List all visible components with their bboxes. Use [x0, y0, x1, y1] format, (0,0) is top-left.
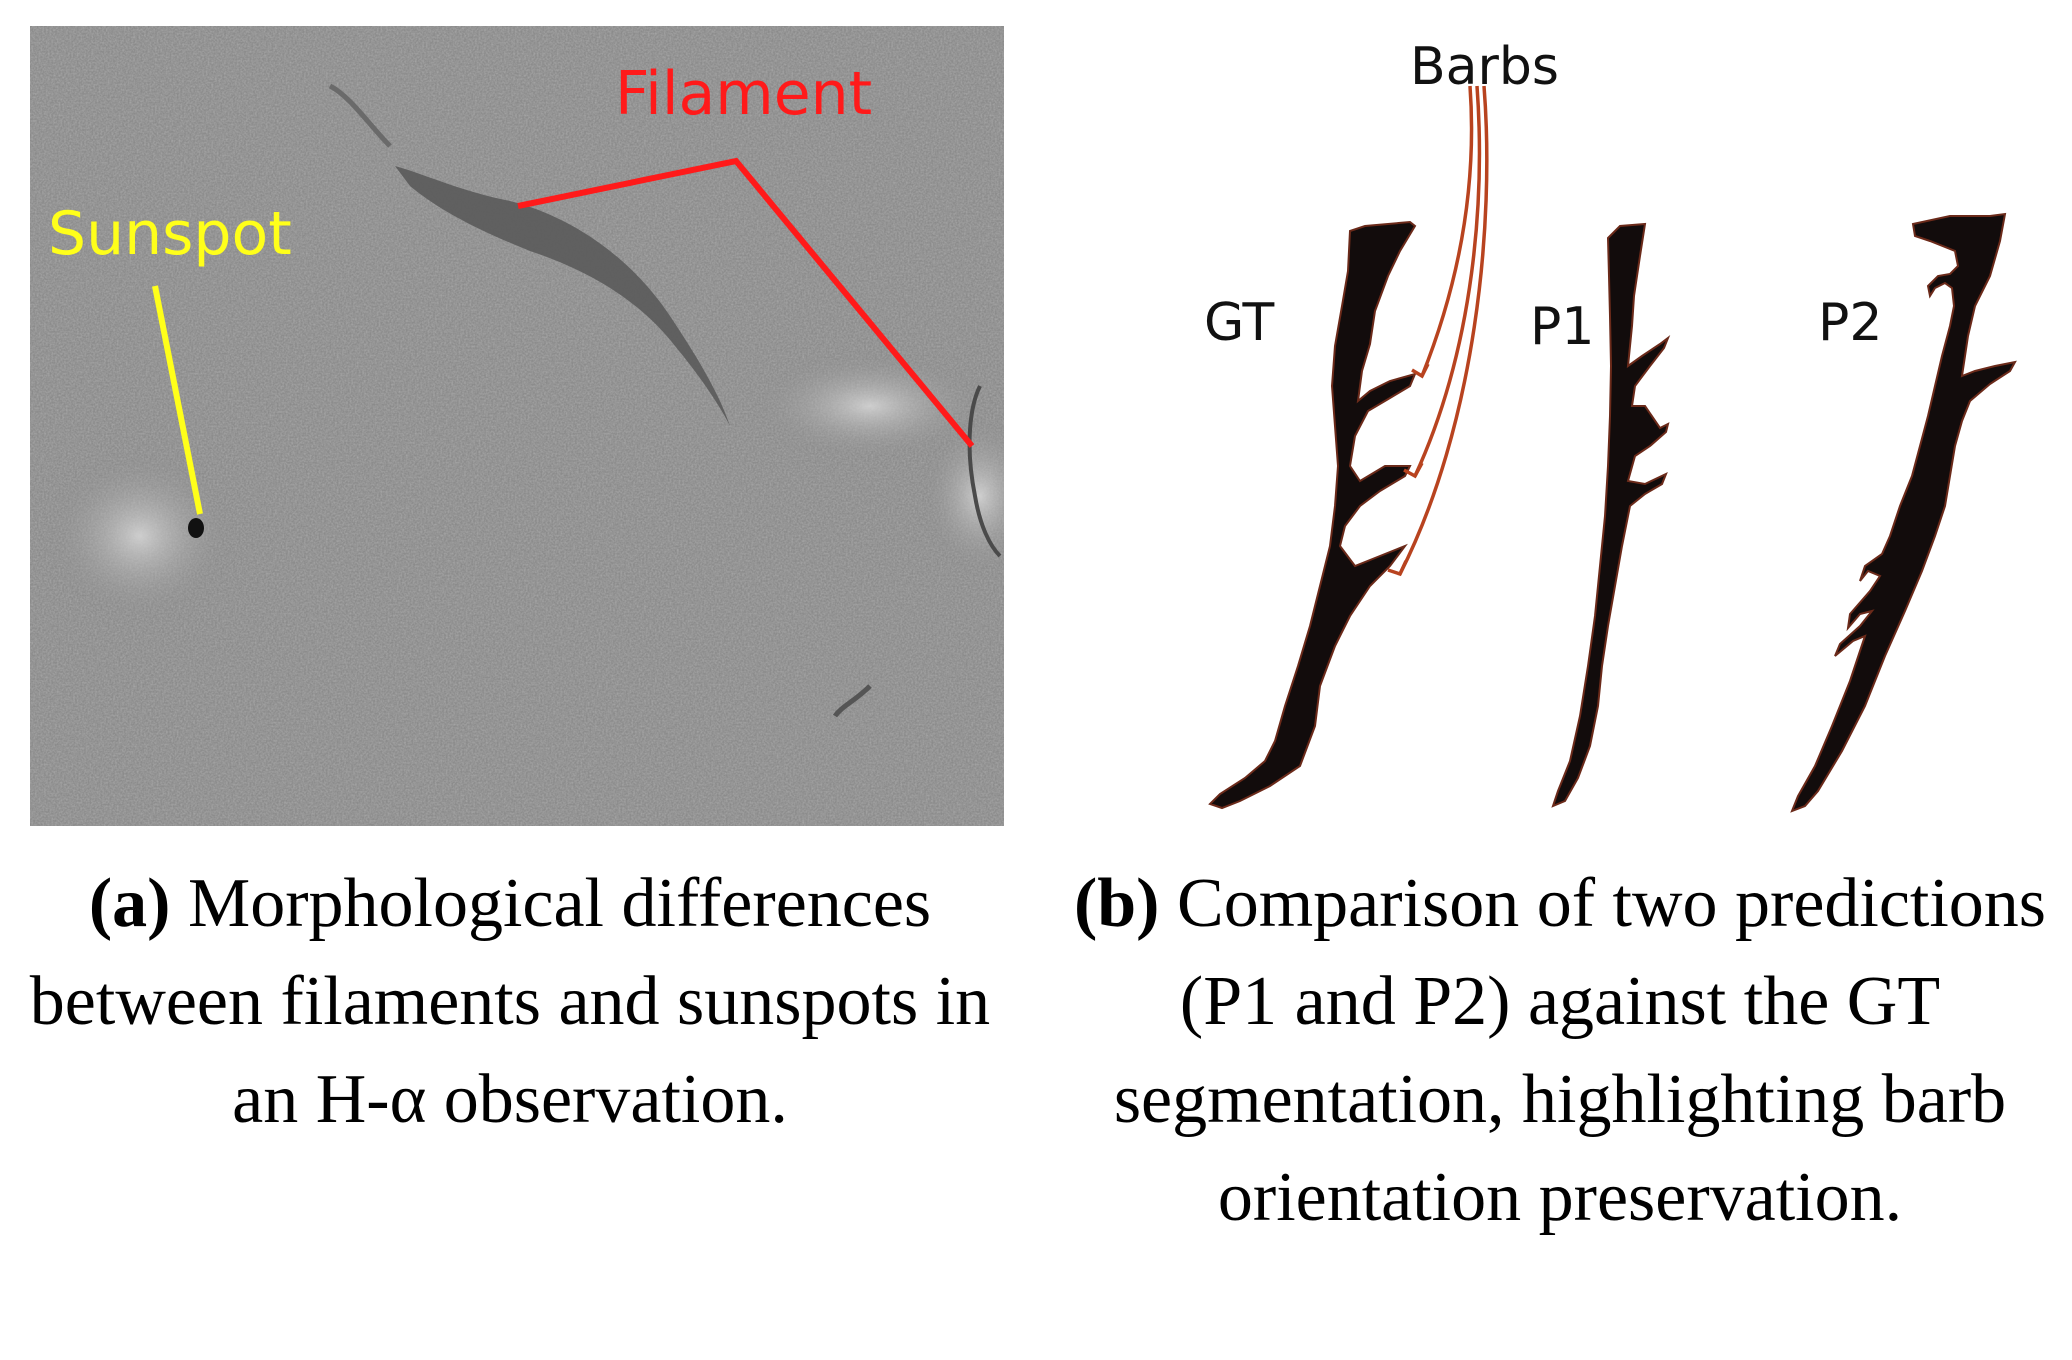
- p1-prediction-shape: [1551, 222, 1671, 808]
- caption-a-text: Morphological differences between filame…: [29, 865, 991, 1138]
- barb-arrows: [1387, 85, 1489, 577]
- caption-b-tag: (b): [1073, 865, 1160, 942]
- barb-arrow-2: [1413, 85, 1482, 477]
- filament-label: Filament: [615, 59, 872, 129]
- h-alpha-observation-image: Filament Sunspot: [30, 26, 1004, 826]
- caption-b-text: Comparison of two predictions (P1 and P2…: [1113, 865, 2047, 1236]
- sunspot-dot: [188, 518, 204, 538]
- caption-a-tag: (a): [88, 865, 171, 942]
- barb-arrow-1: [1420, 85, 1474, 377]
- p1-label: P1: [1530, 297, 1594, 357]
- sunspot-pointer-line: [152, 285, 203, 515]
- sunspot-label: Sunspot: [48, 199, 292, 269]
- p2-prediction-shape: [1790, 212, 2017, 813]
- p2-label: P2: [1818, 293, 1882, 353]
- barbs-label: Barbs: [1410, 37, 1559, 97]
- segmentation-comparison-figure: Barbs GT P1 P2: [1204, 37, 2017, 813]
- filament-shape: [395, 166, 730, 426]
- gt-label: GT: [1204, 293, 1274, 353]
- filament-pointer-line: [517, 157, 975, 448]
- caption-b: (b) Comparison of two predictions (P1 an…: [1060, 855, 2060, 1247]
- barb-arrow-3: [1398, 85, 1489, 575]
- gt-segmentation-shape: [1208, 220, 1417, 810]
- caption-a: (a) Morphological differences between fi…: [10, 855, 1010, 1149]
